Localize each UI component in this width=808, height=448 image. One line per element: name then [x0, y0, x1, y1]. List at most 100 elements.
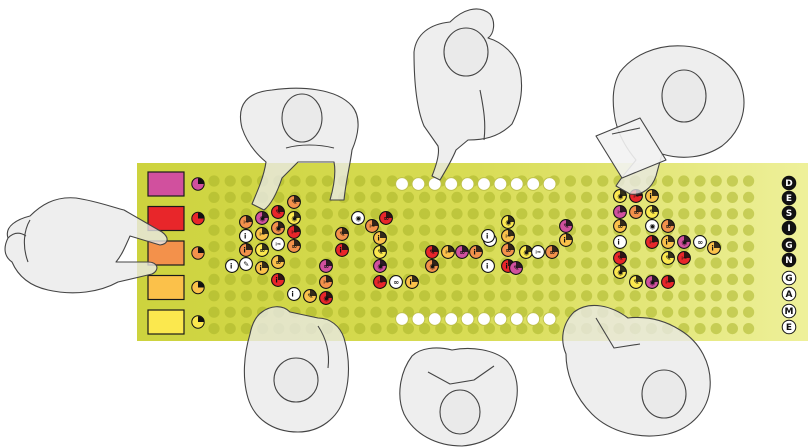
open-slot-top[interactable]	[510, 178, 523, 191]
game-token[interactable]: ✎	[510, 262, 523, 275]
game-token[interactable]: i	[406, 276, 419, 289]
open-slot-top[interactable]	[527, 178, 540, 191]
game-token[interactable]: ◉	[614, 266, 627, 279]
game-token[interactable]: ◉	[256, 212, 269, 225]
game-token[interactable]: i	[336, 244, 349, 257]
game-token[interactable]: ✂	[240, 216, 253, 229]
open-slot-bottom[interactable]	[445, 313, 458, 326]
game-token[interactable]: ∞	[614, 220, 627, 233]
game-token[interactable]: ✂	[272, 238, 285, 251]
game-token[interactable]: i	[470, 246, 483, 259]
game-token[interactable]: ✎	[288, 196, 301, 209]
game-token[interactable]: ◉	[678, 236, 691, 249]
game-token[interactable]: ✂	[374, 276, 387, 289]
lane-start-token[interactable]	[192, 247, 204, 259]
open-slot-top[interactable]	[494, 178, 507, 191]
game-token[interactable]: ✎	[272, 206, 285, 219]
game-token[interactable]: i	[288, 288, 301, 301]
game-token[interactable]: i	[240, 244, 253, 257]
game-token[interactable]: ◉	[288, 212, 301, 225]
game-token[interactable]: ✂	[320, 276, 333, 289]
game-token[interactable]: ∞	[272, 256, 285, 269]
open-slot-bottom[interactable]	[543, 313, 556, 326]
game-token[interactable]: ✎	[304, 290, 317, 303]
game-token[interactable]: ✎	[426, 246, 439, 259]
board-hole	[500, 290, 511, 301]
game-token[interactable]: ✂	[646, 236, 659, 249]
game-token[interactable]: ◉	[520, 246, 533, 259]
scissors-icon: ✂	[535, 249, 541, 257]
info-token[interactable]: i	[226, 260, 239, 273]
game-token[interactable]: ◉	[646, 276, 659, 289]
info-token[interactable]: i	[240, 230, 253, 243]
game-token[interactable]: ✂	[442, 246, 455, 259]
open-slot-bottom[interactable]	[527, 313, 540, 326]
open-slot-bottom[interactable]	[510, 313, 523, 326]
open-slot-top[interactable]	[412, 178, 425, 191]
game-token[interactable]: ◉	[374, 260, 387, 273]
game-token[interactable]: ✂	[678, 252, 691, 265]
game-token[interactable]: ∞	[456, 246, 469, 259]
open-slot-bottom[interactable]	[461, 313, 474, 326]
game-token[interactable]: i	[708, 242, 721, 255]
open-slot-top[interactable]	[478, 178, 491, 191]
game-token[interactable]: ◉	[502, 216, 515, 229]
game-token[interactable]: ◉	[320, 292, 333, 305]
eye-icon: ◉	[275, 225, 281, 233]
game-token[interactable]: ◉	[426, 260, 439, 273]
info-token[interactable]: i	[482, 260, 495, 273]
game-token[interactable]: ∞	[630, 206, 643, 219]
game-token[interactable]: i	[646, 190, 659, 203]
game-token[interactable]: ✂	[532, 246, 545, 259]
game-token[interactable]: ✎	[336, 228, 349, 241]
game-token[interactable]: ◉	[352, 212, 365, 225]
game-token[interactable]: ∞	[320, 260, 333, 273]
game-token[interactable]: ✂	[288, 226, 301, 239]
open-slot-bottom[interactable]	[396, 313, 409, 326]
game-token[interactable]: ✂	[502, 230, 515, 243]
open-slot-bottom[interactable]	[494, 313, 507, 326]
game-token[interactable]: ✎	[630, 276, 643, 289]
game-token[interactable]: ✎	[560, 220, 573, 233]
lane-start-token[interactable]	[192, 178, 204, 190]
game-token[interactable]: ◉	[646, 220, 659, 233]
game-token[interactable]: i	[560, 234, 573, 247]
open-slot-top[interactable]	[445, 178, 458, 191]
game-token[interactable]: ∞	[288, 240, 301, 253]
game-token[interactable]: ✂	[662, 276, 675, 289]
board-hole	[484, 208, 495, 219]
lane-start-token[interactable]	[192, 281, 204, 293]
lane-start-token[interactable]	[192, 316, 204, 328]
game-token[interactable]: ✎	[662, 252, 675, 265]
game-token[interactable]: ∞	[256, 244, 269, 257]
open-slot-top[interactable]	[543, 178, 556, 191]
game-token[interactable]: ∞	[662, 220, 675, 233]
game-token[interactable]: ✎	[614, 252, 627, 265]
game-token[interactable]: ✂	[366, 220, 379, 233]
lane-start-token[interactable]	[192, 212, 204, 224]
game-token[interactable]: i	[256, 262, 269, 275]
open-slot-top[interactable]	[396, 178, 409, 191]
open-slot-top[interactable]	[461, 178, 474, 191]
game-token[interactable]: i	[614, 236, 627, 249]
game-token[interactable]: ∞	[380, 212, 393, 225]
game-token[interactable]: i	[662, 236, 675, 249]
open-slot-bottom[interactable]	[478, 313, 491, 326]
game-token[interactable]: i	[272, 274, 285, 287]
game-token[interactable]: ∞	[502, 244, 515, 257]
game-token[interactable]: ✎	[646, 206, 659, 219]
open-slot-bottom[interactable]	[428, 313, 441, 326]
game-token[interactable]: ∞	[390, 276, 403, 289]
game-token[interactable]: ✂	[256, 228, 269, 241]
game-token[interactable]: ◉	[272, 222, 285, 235]
game-token[interactable]: ✂	[614, 206, 627, 219]
game-token[interactable]: ∞	[694, 236, 707, 249]
info-token[interactable]: i	[482, 230, 495, 243]
game-token[interactable]: ✎	[240, 258, 253, 271]
game-token[interactable]: ◉	[614, 190, 627, 203]
game-token[interactable]: ∞	[546, 246, 559, 259]
board-hole	[225, 192, 236, 203]
game-token[interactable]: ✎	[374, 246, 387, 259]
open-slot-bottom[interactable]	[412, 313, 425, 326]
game-token[interactable]: i	[374, 232, 387, 245]
